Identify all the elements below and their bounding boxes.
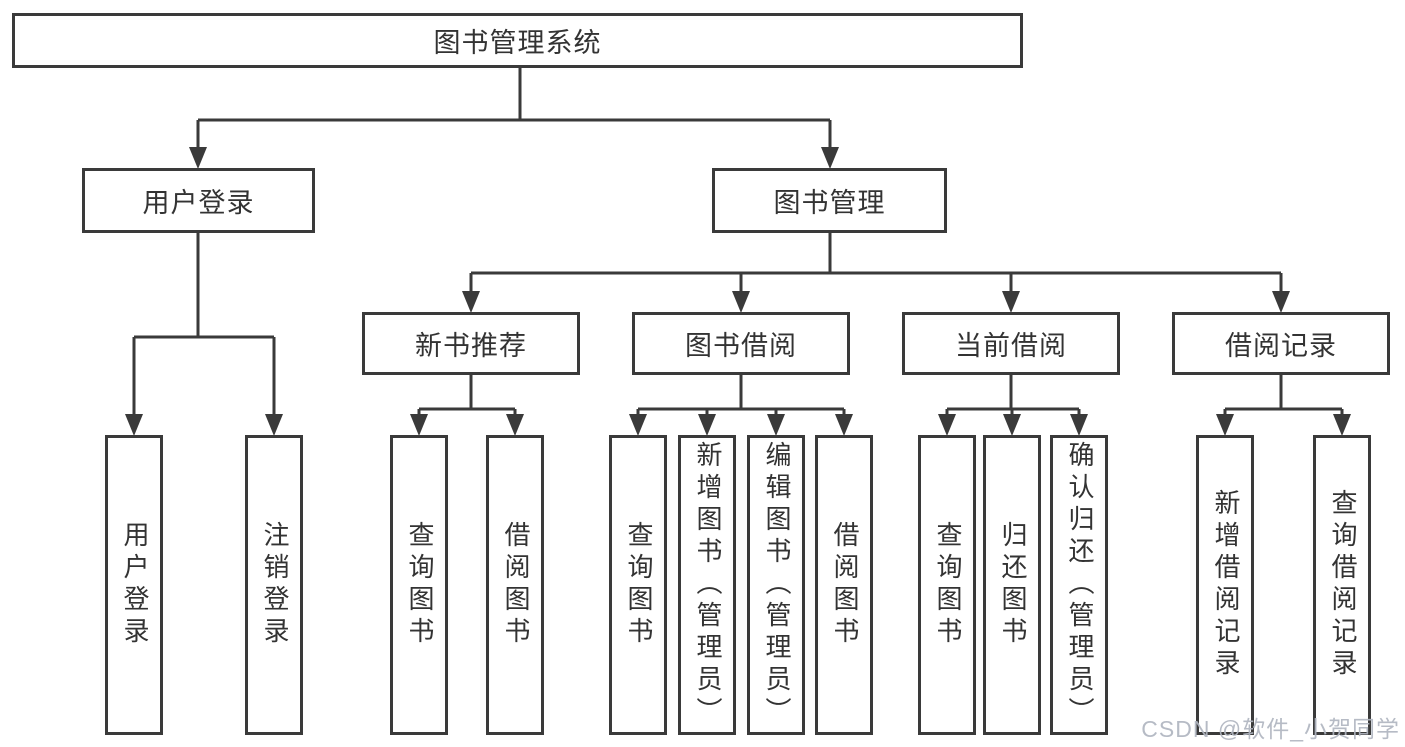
connector-strokes: [132, 68, 1344, 416]
node-current-borrowing: 当前借阅: [902, 312, 1120, 375]
arrowheads: [125, 147, 1351, 436]
leaf-user-login: 用户登录: [105, 435, 163, 735]
node-book-borrowing-label: 图书借阅: [685, 331, 797, 361]
node-library-system-label: 图书管理系统: [433, 28, 602, 58]
node-borrowing-records: 借阅记录: [1172, 312, 1390, 375]
leaf-br-query-record-label: 查询借阅记录: [1327, 489, 1358, 681]
leaf-cb-query-books-label: 查询图书: [932, 521, 963, 649]
node-user-login-label: 用户登录: [142, 188, 255, 218]
leaf-cb-confirm-return-admin: 确认归还（管理员）: [1050, 435, 1108, 735]
leaf-bb-borrow-books-label: 借阅图书: [829, 521, 860, 649]
leaf-nb-query-books-label: 查询图书: [404, 521, 435, 649]
node-borrowing-records-label: 借阅记录: [1225, 331, 1337, 361]
leaf-cb-query-books: 查询图书: [918, 435, 976, 735]
leaf-user-login-label: 用户登录: [119, 521, 150, 649]
leaf-nb-query-books: 查询图书: [390, 435, 448, 735]
leaf-cb-return-books-label: 归还图书: [997, 521, 1028, 649]
node-book-management: 图书管理: [712, 168, 947, 233]
node-library-system: 图书管理系统: [12, 13, 1023, 68]
node-book-management-label: 图书管理: [773, 188, 886, 218]
node-current-borrowing-label: 当前借阅: [955, 331, 1067, 361]
leaf-br-add-record: 新增借阅记录: [1196, 435, 1254, 735]
leaf-bb-add-books-admin-label: 新增图书（管理员）: [692, 441, 723, 729]
node-book-borrowing: 图书借阅: [632, 312, 850, 375]
leaf-bb-add-books-admin: 新增图书（管理员）: [678, 435, 736, 735]
node-user-login: 用户登录: [82, 168, 315, 233]
leaf-cb-confirm-return-admin-label: 确认归还（管理员）: [1064, 441, 1095, 729]
leaf-nb-borrow-books-label: 借阅图书: [500, 521, 531, 649]
node-new-book-recommendation: 新书推荐: [362, 312, 580, 375]
leaf-bb-query-books-label: 查询图书: [623, 521, 654, 649]
leaf-nb-borrow-books: 借阅图书: [486, 435, 544, 735]
leaf-br-add-record-label: 新增借阅记录: [1210, 489, 1241, 681]
leaf-bb-edit-books-admin-label: 编辑图书（管理员）: [761, 441, 792, 729]
leaf-logout: 注销登录: [245, 435, 303, 735]
leaf-logout-label: 注销登录: [259, 521, 290, 649]
leaf-bb-edit-books-admin: 编辑图书（管理员）: [747, 435, 805, 735]
leaf-br-query-record: 查询借阅记录: [1313, 435, 1371, 735]
csdn-watermark: CSDN @软件_小贺同学: [1141, 716, 1400, 742]
leaf-bb-borrow-books: 借阅图书: [815, 435, 873, 735]
leaf-bb-query-books: 查询图书: [609, 435, 667, 735]
node-new-book-recommendation-label: 新书推荐: [415, 331, 527, 361]
leaf-cb-return-books: 归还图书: [983, 435, 1041, 735]
